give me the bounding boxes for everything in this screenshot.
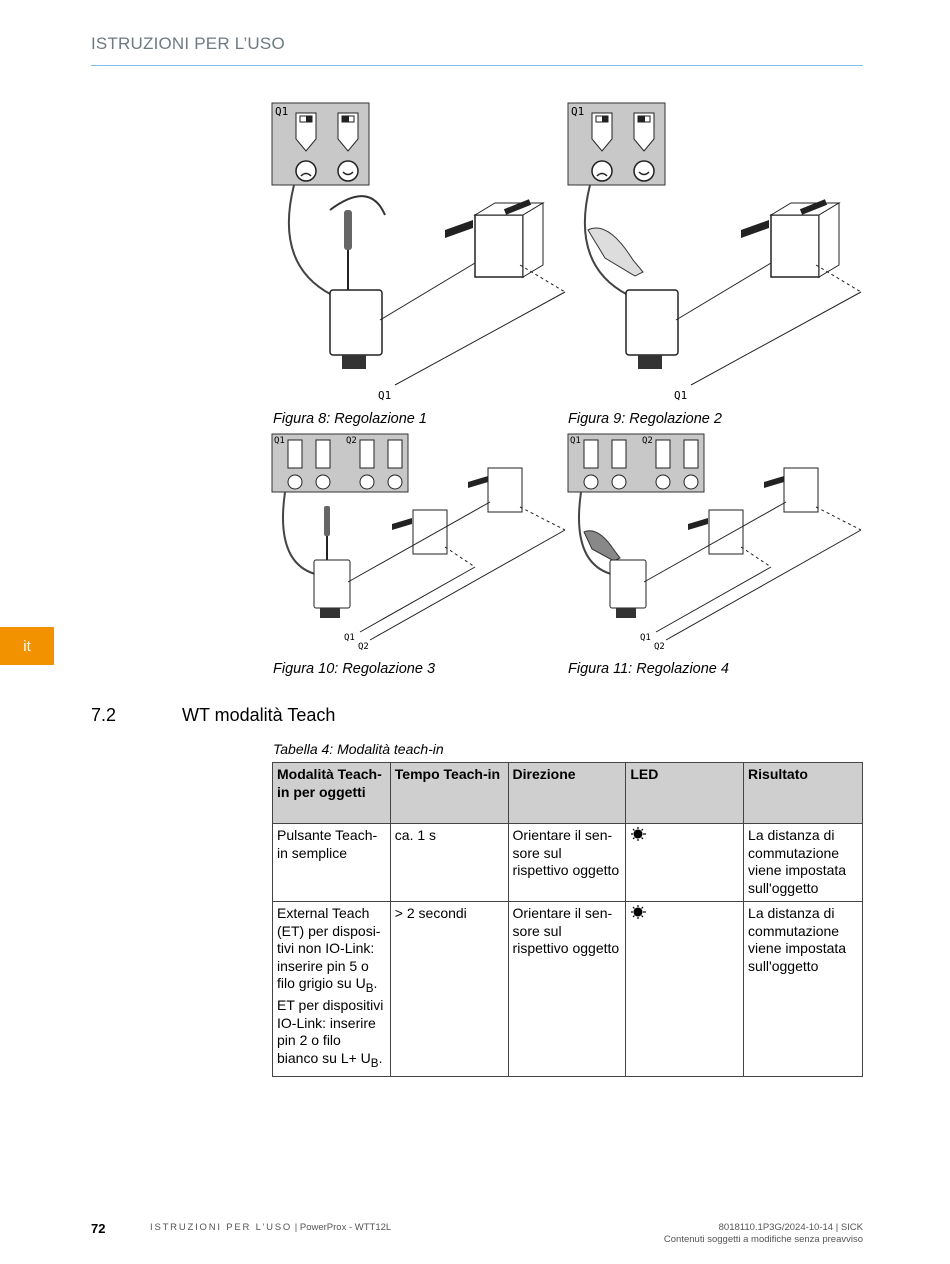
figure-9-caption: Figura 9: Regolazione 2 (568, 411, 722, 427)
footer-doc-title: ISTRUZIONI PER L’USO | PowerProx - WTT12… (150, 1222, 391, 1233)
footer-right: 8018110.1P3G/2024-10-14 | SICK Contenuti… (664, 1222, 863, 1246)
table-header-row: Modalità Teach-in per oggetti Tempo Teac… (272, 762, 863, 824)
panel-label-q1: Q1 (570, 436, 581, 446)
figure-10-caption: Figura 10: Regolazione 3 (273, 661, 436, 677)
footer-doc-type: ISTRUZIONI PER L’USO (150, 1222, 293, 1233)
language-tab[interactable]: it (0, 627, 54, 665)
cell-led (625, 823, 745, 902)
cell-mode: Pulsante Teach-in semplice (272, 823, 391, 902)
header-led: LED (625, 762, 745, 824)
axis-label-q1: Q1 (640, 633, 651, 643)
table-caption: Tabella 4: Modalità teach-in (273, 741, 444, 757)
header-title: ISTRUZIONI PER L’USO (91, 34, 285, 53)
header-mode: Modalità Teach-in per oggetti (272, 762, 391, 824)
axis-label-q1: Q1 (378, 389, 391, 402)
section-number: 7.2 (91, 705, 117, 725)
figure-11-illustration: Q1 Q2 Q1 Q2 (566, 432, 866, 652)
mode-text-b-end: . (378, 1049, 383, 1066)
figure-11-caption: Figura 11: Regolazione 4 (568, 661, 729, 677)
panel-label-q2: Q2 (642, 436, 653, 446)
figure-10-illustration: Q1 Q2 Q1 Q2 (270, 432, 570, 652)
axis-label-q2: Q2 (358, 642, 369, 652)
subscript-b: B (365, 981, 374, 995)
header-rule (91, 65, 863, 66)
header-time: Tempo Teach-in (389, 762, 509, 824)
axis-label-q1: Q1 (344, 633, 355, 643)
mode-text-b: ET per dispositivi IO-Link: inserire pin… (277, 997, 384, 1066)
panel-label-q1: Q1 (571, 105, 584, 118)
panel-label-q1: Q1 (274, 436, 285, 446)
page-number: 72 (91, 1221, 106, 1236)
mode-text-a-end: . (373, 975, 378, 991)
figure-8-caption: Figura 8: Regolazione 1 (273, 411, 427, 427)
table-row: External Teach (ET) per disposi-tivi non… (272, 900, 863, 1078)
cell-time: > 2 secondi (389, 900, 509, 1078)
axis-label-q2: Q2 (654, 642, 665, 652)
cell-led (625, 900, 745, 1078)
cell-time: ca. 1 s (389, 823, 509, 902)
figure-9-illustration: Q1 Q1 (566, 100, 866, 405)
mode-text-a: External Teach (ET) per disposi-tivi non… (277, 905, 381, 991)
header-direction: Direzione (507, 762, 627, 824)
cell-result: La distanza di commutazione viene impost… (743, 823, 863, 902)
header-result: Risultato (743, 762, 863, 824)
footer-doc-id: 8018110.1P3G/2024-10-14 | SICK (718, 1222, 863, 1233)
footer-notice: Contenuti soggetti a modifiche senza pre… (663, 1234, 863, 1245)
axis-label-q1: Q1 (674, 389, 687, 402)
led-on-icon (630, 905, 648, 919)
cell-direction: Orientare il sen-sore sul rispettivo ogg… (507, 823, 627, 902)
footer-separator: | (292, 1222, 300, 1233)
table-row: Pulsante Teach-in semplice ca. 1 s Orien… (272, 823, 863, 902)
cell-mode: External Teach (ET) per disposi-tivi non… (272, 900, 391, 1078)
cell-direction: Orientare il sen-sore sul rispettivo ogg… (507, 900, 627, 1078)
footer-product: PowerProx - WTT12L (299, 1222, 392, 1233)
cell-result: La distanza di commutazione viene impost… (743, 900, 863, 1078)
panel-label-q1: Q1 (275, 105, 288, 118)
figure-8-illustration: Q1 Q1 (270, 100, 570, 405)
led-on-icon (630, 827, 648, 841)
subscript-b: B (370, 1056, 379, 1070)
section-title: WT modalità Teach (182, 705, 336, 725)
teach-mode-table: Modalità Teach-in per oggetti Tempo Teac… (272, 762, 863, 1078)
panel-label-q2: Q2 (346, 436, 357, 446)
